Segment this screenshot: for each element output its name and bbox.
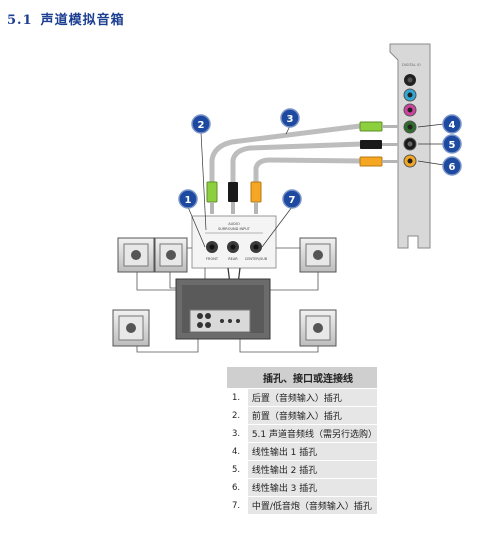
row-text: 线性输出 2 插孔 — [247, 460, 377, 479]
plug-orange-card — [359, 156, 398, 167]
plug-green-card — [359, 121, 398, 132]
table-row: 4.线性输出 1 插孔 — [227, 442, 377, 461]
row-text: 中置/低音炮（音频输入）插孔 — [247, 496, 377, 514]
callout-7-badge: 7 — [282, 189, 302, 209]
table-row: 6.线性输出 3 插孔 — [227, 478, 377, 497]
port-line-out-3 — [403, 154, 417, 168]
panel-heading-2: SURROUND INPUT — [218, 227, 251, 231]
callout-4: 4 — [449, 120, 456, 131]
speaker-rear-left-top — [117, 237, 155, 273]
table-row: 1.后置（音频输入）插孔 — [227, 388, 377, 407]
callout-2-badge: 2 — [191, 114, 211, 134]
row-number: 4. — [227, 442, 248, 461]
table-row: 3.5.1 声道音频线（需另行选购） — [227, 424, 377, 443]
section-title: 5.1 声道模拟音箱 — [7, 9, 125, 28]
panel-label-center-sub: CENTER/SUB — [245, 257, 268, 261]
port-line-out-2 — [403, 137, 417, 151]
plug-orange-panel — [250, 181, 262, 214]
speaker-connection-diagram: DIGITAL IO AUDIO — [112, 43, 462, 353]
legend-table: 插孔、接口或连接线 1.后置（音频输入）插孔 2.前置（音频输入）插孔 3.5.… — [227, 367, 377, 514]
speaker-input-panel: AUDIO SURROUND INPUT FRONT REAR CENTER/S… — [191, 215, 277, 269]
legend-header-row: 插孔、接口或连接线 — [227, 367, 377, 389]
speaker-front-right — [299, 237, 337, 273]
sound-card: DIGITAL IO — [389, 43, 431, 249]
table-row: 7.中置/低音炮（音频输入）插孔 — [227, 496, 377, 514]
panel-heading-1: AUDIO — [228, 222, 240, 226]
panel-jack-center-sub — [250, 241, 262, 253]
speaker-rear-right — [299, 309, 337, 347]
section-number: 5.1 — [7, 13, 33, 28]
port-line-out-1 — [403, 120, 417, 134]
plug-black-card — [360, 140, 398, 149]
row-text: 线性输出 1 插孔 — [247, 442, 377, 461]
callout-5-badge: 5 — [442, 134, 462, 154]
port-digital-io — [404, 74, 416, 86]
row-text: 5.1 声道音频线（需另行选购） — [247, 424, 377, 443]
panel-jack-front — [206, 241, 218, 253]
callout-6: 6 — [449, 162, 456, 173]
legend-header: 插孔、接口或连接线 — [227, 367, 377, 389]
row-number: 2. — [227, 406, 248, 425]
table-row: 2.前置（音频输入）插孔 — [227, 406, 377, 425]
callout-1-badge: 1 — [178, 189, 198, 209]
callout-leaders — [187, 123, 445, 248]
callout-5: 5 — [449, 140, 456, 151]
callout-7: 7 — [289, 195, 296, 206]
speaker-rear-left — [112, 309, 150, 347]
panel-label-front: FRONT — [206, 257, 219, 261]
panel-jack-rear — [227, 241, 239, 253]
port-blue — [403, 88, 417, 102]
callout-6-badge: 6 — [442, 156, 462, 176]
callout-3: 3 — [287, 114, 294, 125]
row-text: 线性输出 3 插孔 — [247, 478, 377, 497]
plug-black-panel — [228, 182, 238, 214]
subwoofer — [175, 278, 271, 340]
row-number: 1. — [227, 388, 248, 407]
callout-badges: 1 2 3 4 5 6 7 — [178, 108, 462, 209]
row-number: 5. — [227, 460, 248, 479]
row-number: 3. — [227, 424, 248, 443]
card-label: DIGITAL IO — [402, 63, 421, 67]
row-number: 7. — [227, 496, 248, 514]
callout-3-badge: 3 — [280, 108, 300, 128]
callout-4-badge: 4 — [442, 114, 462, 134]
speaker-front-left — [154, 237, 188, 273]
row-text: 后置（音频输入）插孔 — [247, 388, 377, 407]
port-pink — [403, 103, 417, 117]
callout-2: 2 — [198, 120, 205, 131]
section-heading: 声道模拟音箱 — [40, 13, 125, 28]
surround-cable — [209, 123, 365, 185]
panel-label-rear: REAR — [228, 257, 238, 261]
callout-1: 1 — [185, 195, 192, 206]
row-number: 6. — [227, 478, 248, 497]
table-row: 5.线性输出 2 插孔 — [227, 460, 377, 479]
plug-green-panel — [206, 181, 218, 214]
row-text: 前置（音频输入）插孔 — [247, 406, 377, 425]
